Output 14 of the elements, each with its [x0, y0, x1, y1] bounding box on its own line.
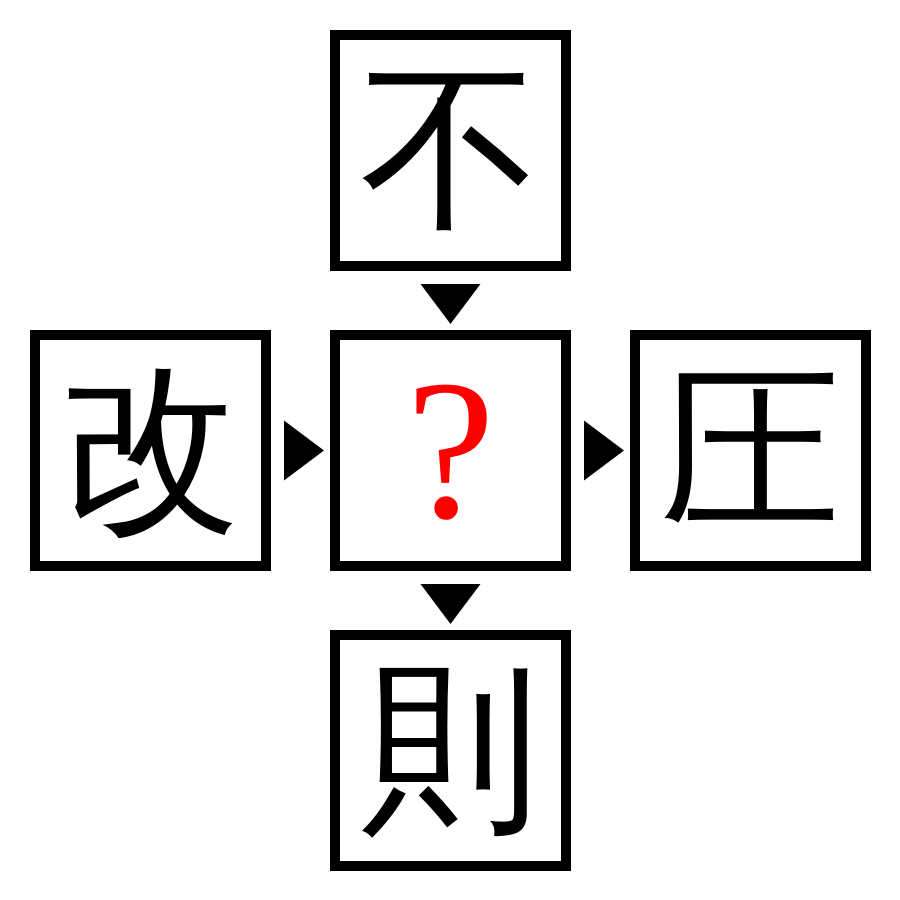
kanji-character: 圧 — [660, 360, 840, 540]
character-box — [330, 330, 571, 571]
character-box — [30, 330, 271, 571]
kanji-character: 不 — [360, 60, 540, 240]
arrow — [420, 284, 480, 324]
kanji-character: 改 — [60, 360, 240, 540]
kanji-character: 則 — [360, 660, 540, 840]
character-box — [630, 330, 871, 571]
arrow — [584, 420, 624, 480]
question-mark: ? — [406, 350, 495, 550]
arrow — [420, 584, 480, 624]
character-box — [330, 630, 571, 871]
character-box — [330, 30, 571, 271]
arrow — [284, 420, 324, 480]
